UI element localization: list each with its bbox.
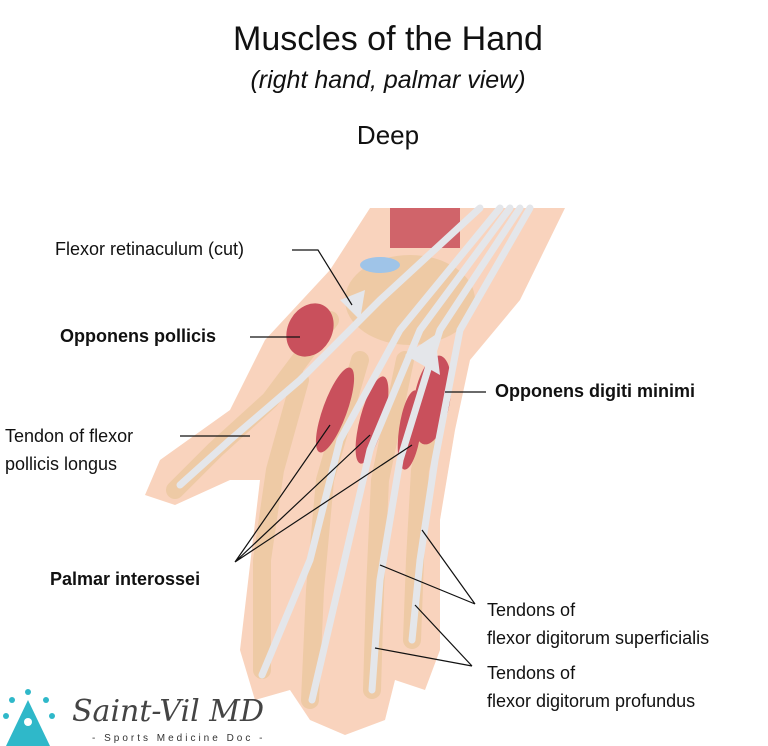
opponens-pollicis-muscle xyxy=(286,303,334,357)
logo-icon xyxy=(3,689,55,746)
label-fdp-line2: flexor digitorum profundus xyxy=(487,691,696,711)
label-fds-line1: Tendons of xyxy=(487,600,576,620)
section-heading: Deep xyxy=(356,120,420,150)
forearm-muscle xyxy=(390,208,460,248)
label-palmar-interossei: Palmar interossei xyxy=(50,569,201,589)
logo-tagline: - Sports Medicine Doc - xyxy=(92,733,266,744)
label-tendon-fpl-line1: Tendon of flexor xyxy=(5,426,134,446)
label-opponens-pollicis: Opponens pollicis xyxy=(60,326,217,346)
label-tendon-fpl-line2: pollicis longus xyxy=(5,454,118,474)
flexor-retinaculum xyxy=(340,290,365,320)
leader-lines xyxy=(180,249,486,667)
label-fds-line2: flexor digitorum superficialis xyxy=(487,628,710,648)
tendons xyxy=(176,204,534,704)
logo-wordmark: Saint-Vil MD xyxy=(72,694,264,729)
label-opponens-digiti-minimi: Opponens digiti minimi xyxy=(495,381,695,401)
label-fdp-line1: Tendons of xyxy=(487,663,576,683)
hypothenar-retinaculum xyxy=(405,335,440,375)
page-subtitle: (right hand, palmar view) xyxy=(250,66,526,94)
label-flexor-retinaculum: Flexor retinaculum (cut) xyxy=(55,239,245,259)
palmar-interosseus-2 xyxy=(355,376,389,464)
page-title: Muscles of the Hand xyxy=(233,20,543,58)
carpal-highlight xyxy=(360,257,400,273)
